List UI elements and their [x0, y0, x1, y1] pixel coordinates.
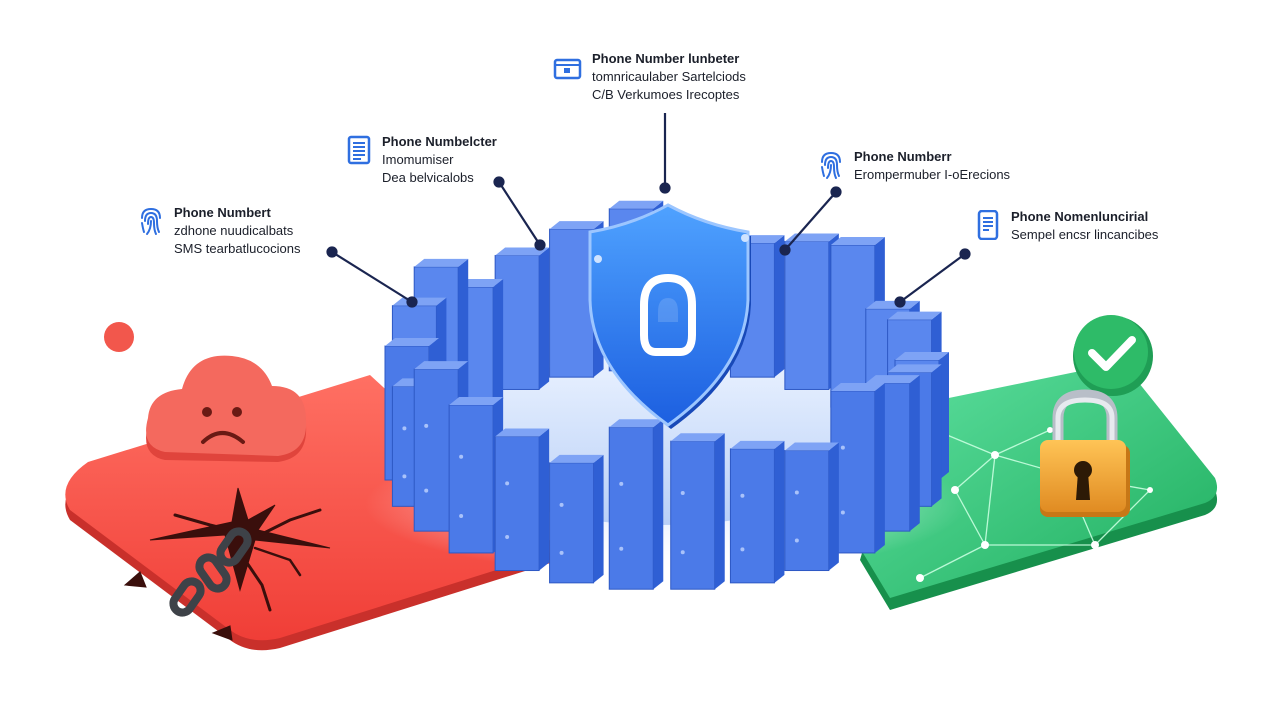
fingerprint-icon [821, 151, 841, 179]
id-card-icon [553, 58, 582, 80]
callout-line: C/B Verkumoes Irecoptes [592, 87, 740, 102]
callout-phone: Phone Nomenluncirial Sempel encsr lincan… [975, 208, 1158, 244]
callout-device: Phone Numbelcter Imomumiser Dea belvical… [346, 133, 497, 187]
sad-cloud-icon [104, 322, 307, 462]
callout-line: Imomumiser [382, 152, 454, 167]
callout-title: Phone Numbert [174, 205, 271, 220]
fingerprint-icon [141, 207, 161, 235]
fortress-block [494, 247, 550, 390]
padlock-icon [1040, 389, 1130, 517]
callout-sms-verification: Phone Numbert zdhone nuudicalbats SMS te… [138, 204, 300, 258]
callout-title: Phone Number lunbeter [592, 51, 740, 66]
callout-line: Sempel encsr lincancibes [1011, 227, 1159, 242]
phone-icon [977, 210, 999, 240]
fortress-block [608, 419, 664, 590]
shield-lock-icon [588, 203, 751, 429]
callout-line: tomnricaulaber Sartelciods [592, 69, 746, 84]
callout-line: zdhone nuudicalbats [174, 223, 294, 238]
crack-graphic [123, 487, 331, 641]
callout-title: Phone Numberr [854, 149, 952, 164]
fortress-block [494, 428, 550, 572]
fortress-block [830, 382, 885, 554]
callout-line: SMS tearbatlucocions [174, 241, 301, 256]
callout-title: Phone Numbelcter [382, 134, 497, 149]
callout-title: Phone Nomenluncirial [1011, 209, 1149, 224]
fortress-block [670, 433, 725, 590]
connector-lines [326, 113, 971, 308]
callout-number-check: Phone Number lunbeter tomnricaulaber Sar… [552, 50, 746, 104]
fortress-block [784, 442, 839, 572]
callout-line: Dea belvicalobs [382, 170, 474, 185]
broken-chain-icon [169, 527, 252, 617]
fortress-wall [384, 200, 949, 590]
check-icon [1073, 315, 1153, 396]
fortress-block [729, 440, 785, 584]
callout-biometric: Phone Numberr Erompermuber I-oErecions [818, 148, 1010, 184]
document-icon [347, 135, 371, 165]
fortress-block [549, 454, 604, 584]
callout-line: Erompermuber I-oErecions [854, 167, 1011, 182]
